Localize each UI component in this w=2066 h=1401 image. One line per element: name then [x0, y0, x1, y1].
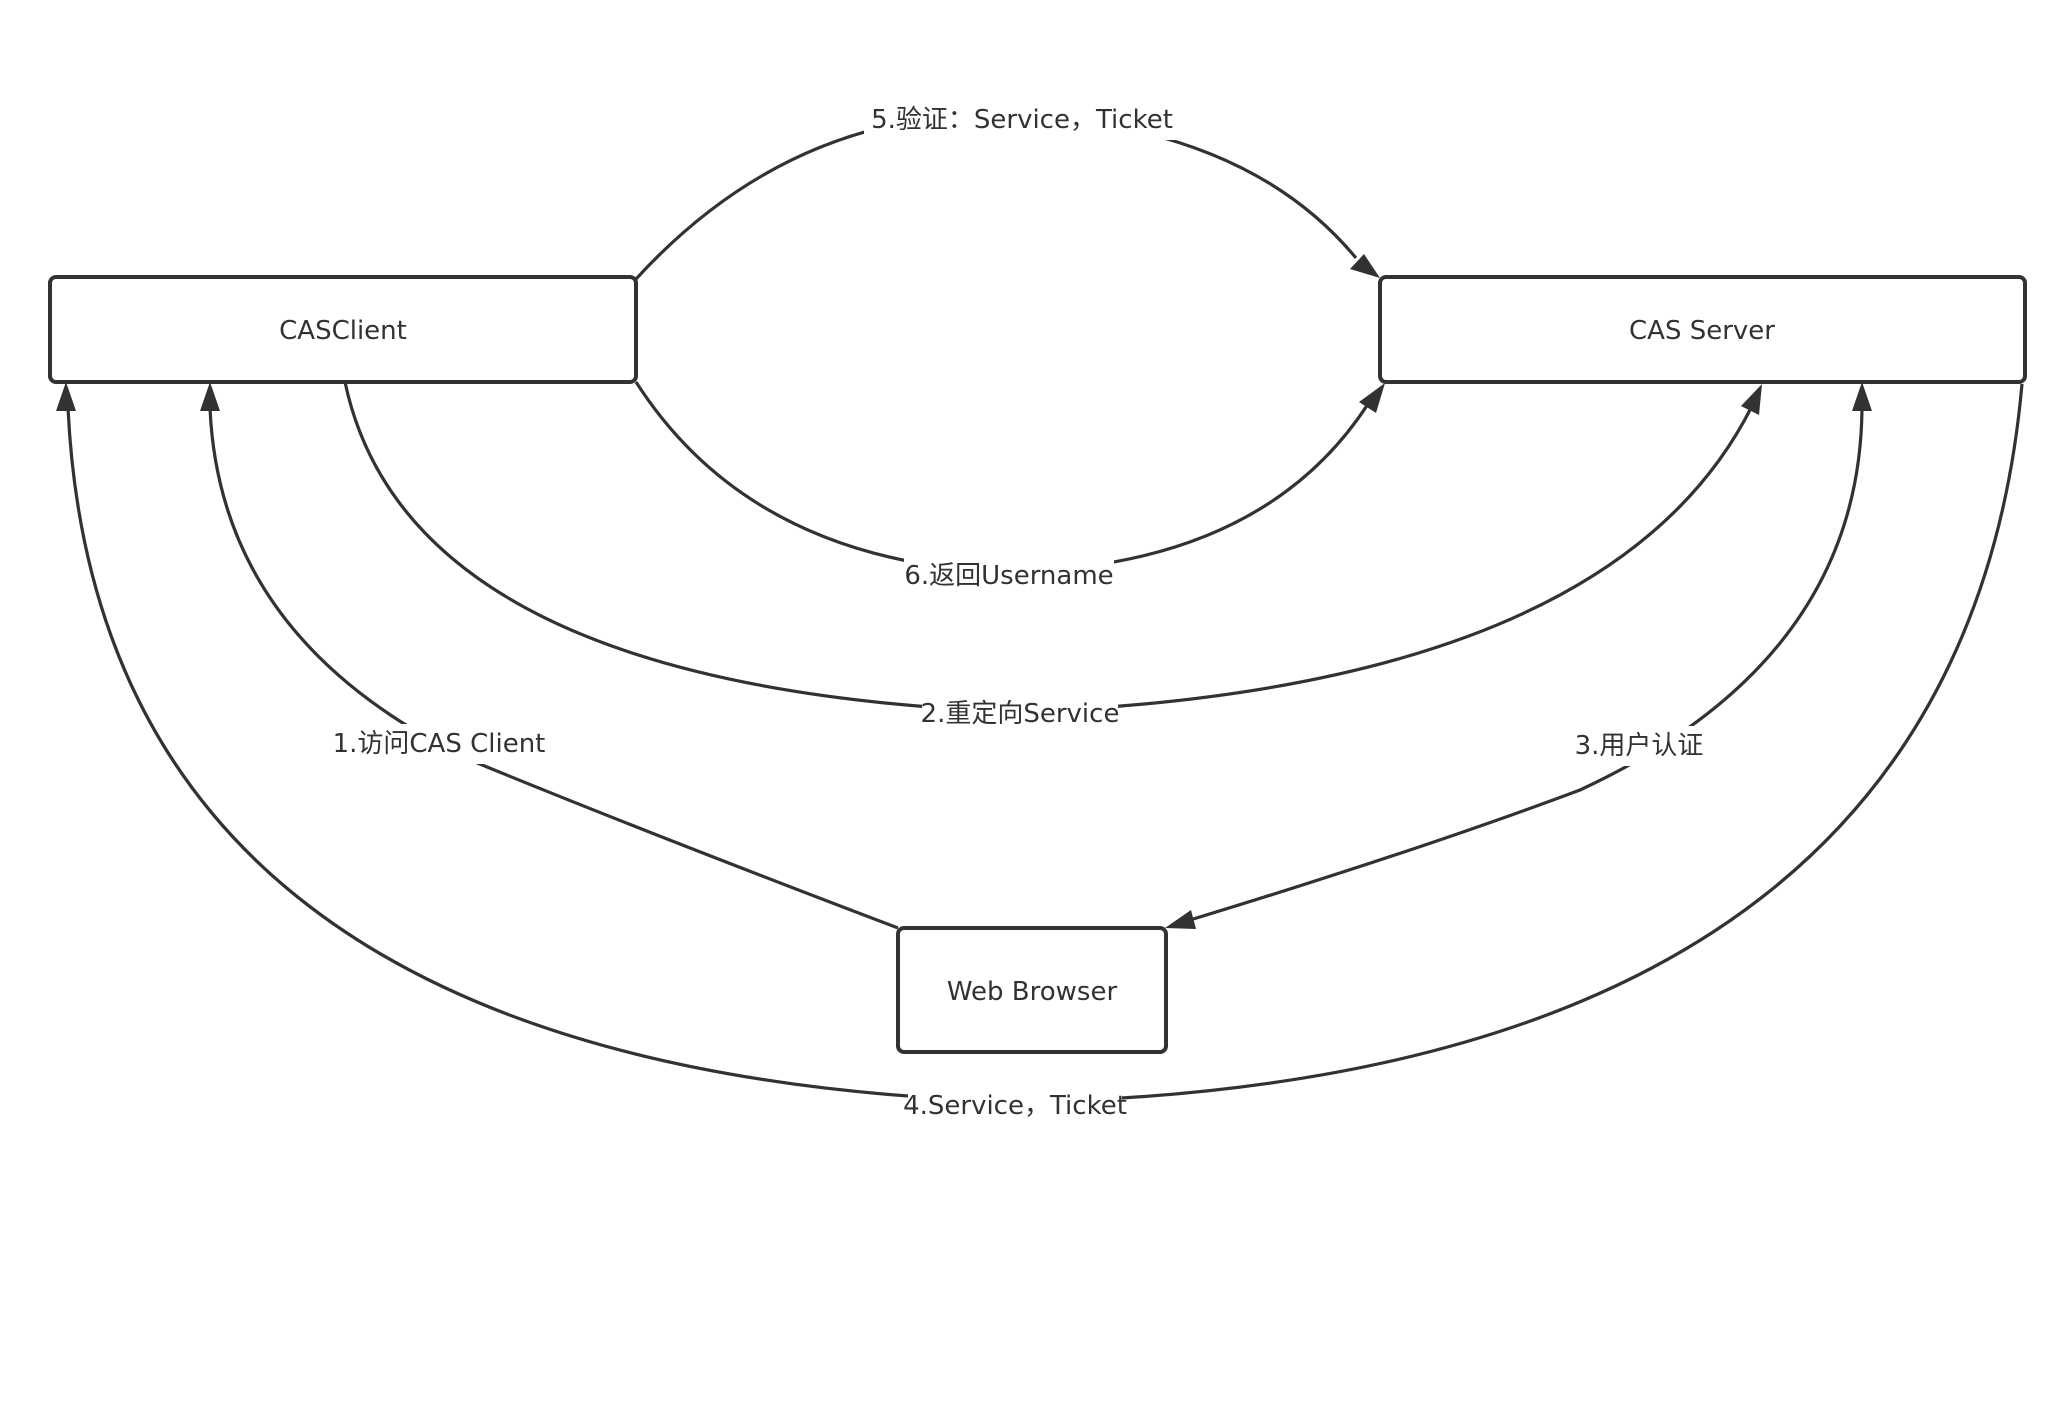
edge-step4: 4.Service，Ticket	[56, 382, 2024, 1126]
arrowhead-step3-source	[1852, 382, 1872, 411]
arrowhead-step3	[1165, 910, 1196, 929]
edge-label-step4: 4.Service，Ticket	[903, 1091, 1127, 1121]
node-label-cas-server: CAS Server	[1629, 316, 1775, 346]
edge-label-step1: 1.访问CAS Client	[333, 729, 546, 759]
edge-label-step3: 3.用户认证	[1575, 731, 1704, 761]
edge-step6: 6.返回Username	[634, 381, 1385, 596]
arrowhead-step4	[56, 382, 76, 411]
edge-label-step2: 2.重定向Service	[921, 699, 1120, 729]
arrowhead-step2	[1741, 384, 1762, 415]
node-web-browser: Web Browser	[896, 926, 1168, 1054]
edge-label-step5: 5.验证：Service，Ticket	[871, 105, 1173, 135]
node-label-cas-client: CASClient	[279, 316, 407, 346]
edge-step1: 1.访问CAS Client	[200, 382, 899, 930]
node-label-web-browser: Web Browser	[947, 977, 1118, 1007]
edge-step5: 5.验证：Service，Ticket	[634, 100, 1380, 281]
arrowhead-step1	[200, 382, 220, 411]
arrowhead-step6	[1359, 383, 1385, 413]
edge-step3: 3.用户认证	[1165, 382, 1872, 929]
edge-label-step6: 6.返回Username	[904, 561, 1113, 591]
arrowhead-step5	[1350, 254, 1380, 278]
edge-step2: 2.重定向Service	[343, 381, 1762, 734]
node-cas-client: CASClient	[48, 275, 638, 384]
node-cas-server: CAS Server	[1378, 275, 2027, 384]
